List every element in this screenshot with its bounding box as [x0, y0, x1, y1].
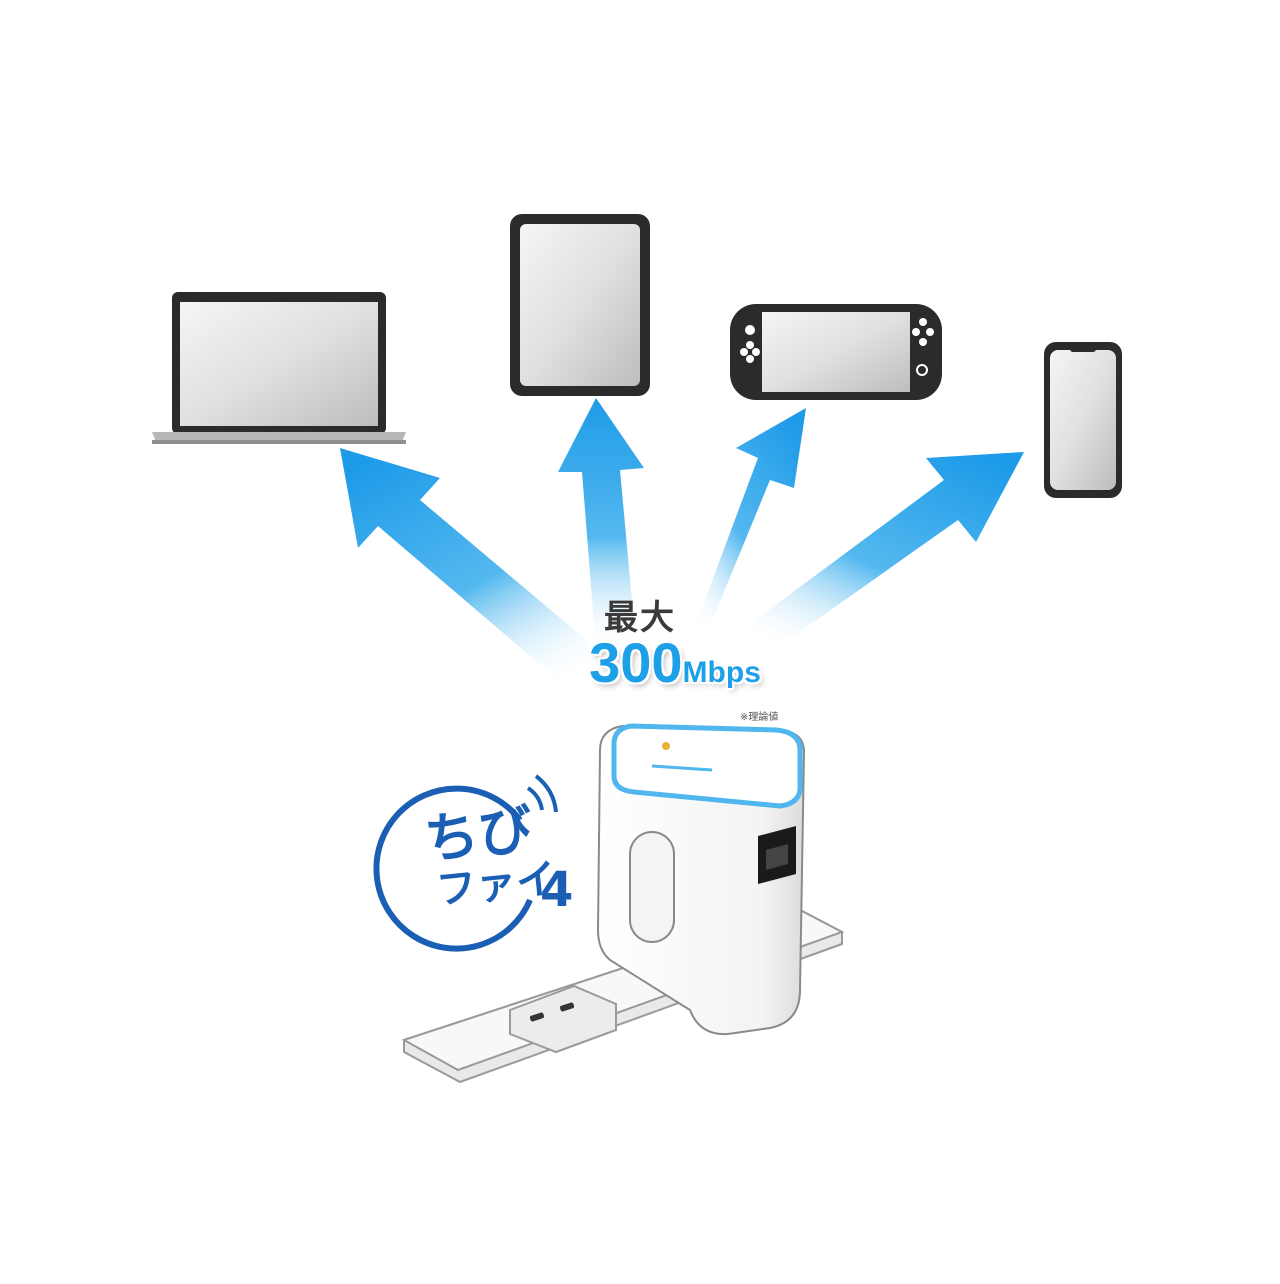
max-speed-label: 最大 — [604, 598, 676, 638]
arrow-to-laptop — [340, 448, 610, 690]
arrow-to-console — [690, 408, 806, 650]
led-indicator-icon — [662, 742, 670, 750]
speed-value: 300Mbps — [540, 630, 810, 695]
game-console-icon — [730, 304, 942, 400]
theoretical-value-note: ※理論値 — [740, 712, 779, 723]
speed-unit: Mbps — [682, 656, 761, 689]
arrow-to-tablet — [558, 398, 644, 650]
speed-number: 300 — [589, 631, 683, 694]
wifi-router-device — [596, 723, 806, 1036]
chibi-fi-logo — [373, 774, 558, 952]
laptop-icon — [152, 292, 406, 444]
logo-number: 4 — [540, 862, 574, 918]
tablet-icon — [510, 214, 650, 396]
arrow-to-phone — [742, 452, 1024, 660]
smartphone-icon — [1044, 342, 1122, 498]
